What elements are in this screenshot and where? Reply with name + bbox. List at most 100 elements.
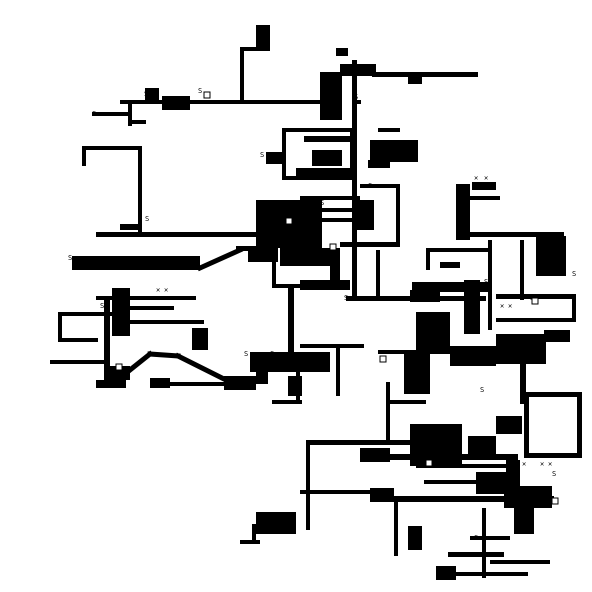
wall-segment [468, 232, 564, 237]
wall-segment [170, 382, 230, 386]
room-block [476, 472, 506, 494]
room-block [416, 312, 450, 352]
wall-segment [240, 47, 244, 102]
room-block [296, 168, 352, 180]
room-block [536, 236, 566, 276]
room-block [464, 280, 480, 334]
s-marker-label: S [344, 294, 348, 302]
wall-segment [336, 346, 340, 396]
room-block [496, 416, 522, 434]
wall-segment [388, 454, 518, 460]
wall-segment [128, 320, 204, 324]
cross-marker: ✕ [508, 302, 512, 310]
wall-segment [426, 248, 430, 270]
wall-segment [300, 490, 380, 494]
s-marker-label: S [480, 386, 484, 394]
wall-segment [490, 560, 550, 564]
wall-segment [240, 47, 270, 51]
room-block [370, 140, 418, 162]
room-block [514, 508, 534, 534]
wall-segment [272, 262, 276, 286]
wall-segment [520, 240, 524, 300]
wall-segment [58, 312, 62, 342]
wall-segment [426, 248, 492, 252]
wall-segment [520, 364, 526, 404]
wall-segment [482, 508, 486, 578]
room-block [354, 200, 374, 230]
room-block [248, 248, 278, 262]
cross-marker: ✕ [548, 460, 552, 468]
cross-marker: ✕ [500, 302, 504, 310]
room-block [368, 160, 390, 168]
room-block [120, 224, 140, 230]
room-block [440, 262, 460, 268]
wall-segment [236, 246, 256, 251]
room-block [456, 184, 470, 240]
room-block [408, 526, 422, 550]
wall-segment [336, 48, 348, 56]
s-marker-label: S [320, 199, 324, 207]
room-wall [577, 392, 582, 458]
wall-segment [378, 128, 400, 132]
wall-segment [306, 440, 310, 530]
wall-segment [82, 146, 86, 166]
wall-segment [120, 100, 320, 104]
s-marker-label: S [68, 254, 72, 262]
wall-segment [306, 218, 354, 222]
wall-segment [386, 400, 426, 404]
wall-segment [300, 208, 352, 212]
room-block [408, 76, 422, 84]
room-block [256, 512, 296, 534]
wall-segment [386, 382, 390, 442]
wall-segment [496, 294, 576, 299]
s-marker-label: S [572, 270, 576, 278]
room-block [224, 376, 256, 390]
wall-segment [128, 120, 146, 124]
door-marker [379, 355, 387, 363]
room-block [360, 448, 390, 462]
room-wall [282, 128, 286, 180]
map-markers: SSSSSSSSSSSSSSSSSSSS✕✕✕✕✕✕✕✕✕ [68, 87, 576, 542]
wall-segment [240, 540, 260, 544]
room-wall [282, 128, 354, 132]
wall-segment [50, 360, 110, 364]
room-block [330, 262, 340, 286]
room-block [110, 366, 130, 380]
room-block [340, 64, 376, 76]
room-block [304, 136, 350, 142]
s-marker-label: S [144, 90, 148, 98]
wall-segment [58, 312, 114, 316]
door-marker [531, 297, 539, 305]
wall-segment [138, 146, 142, 236]
cross-marker: ✕ [484, 174, 488, 182]
wall-segment [288, 286, 294, 358]
wall-segment [470, 196, 500, 200]
wall-segment [306, 440, 410, 445]
room-block [504, 486, 552, 508]
door-marker [425, 459, 433, 467]
corridor-segment [126, 350, 154, 374]
door-marker [115, 363, 123, 371]
s-marker-label: S [484, 278, 488, 286]
room-block [404, 354, 430, 394]
room-block [472, 182, 496, 190]
s-marker-label: S [260, 151, 264, 159]
wall-segment [396, 184, 400, 246]
room-block [468, 436, 496, 456]
room-block [256, 25, 270, 50]
door-marker [329, 243, 337, 251]
room-block [370, 488, 394, 502]
room-block [112, 288, 130, 336]
cross-marker: ✕ [164, 286, 168, 294]
s-marker-label: S [92, 110, 96, 118]
room-block [280, 248, 340, 266]
wall-segment [340, 242, 400, 247]
wall-segment [82, 146, 142, 150]
wall-segment [448, 572, 528, 576]
s-marker-label: S [100, 302, 104, 310]
room-block [256, 360, 268, 384]
wall-segment [300, 196, 360, 200]
wall-segment [394, 496, 554, 502]
wall-segment [448, 552, 504, 557]
